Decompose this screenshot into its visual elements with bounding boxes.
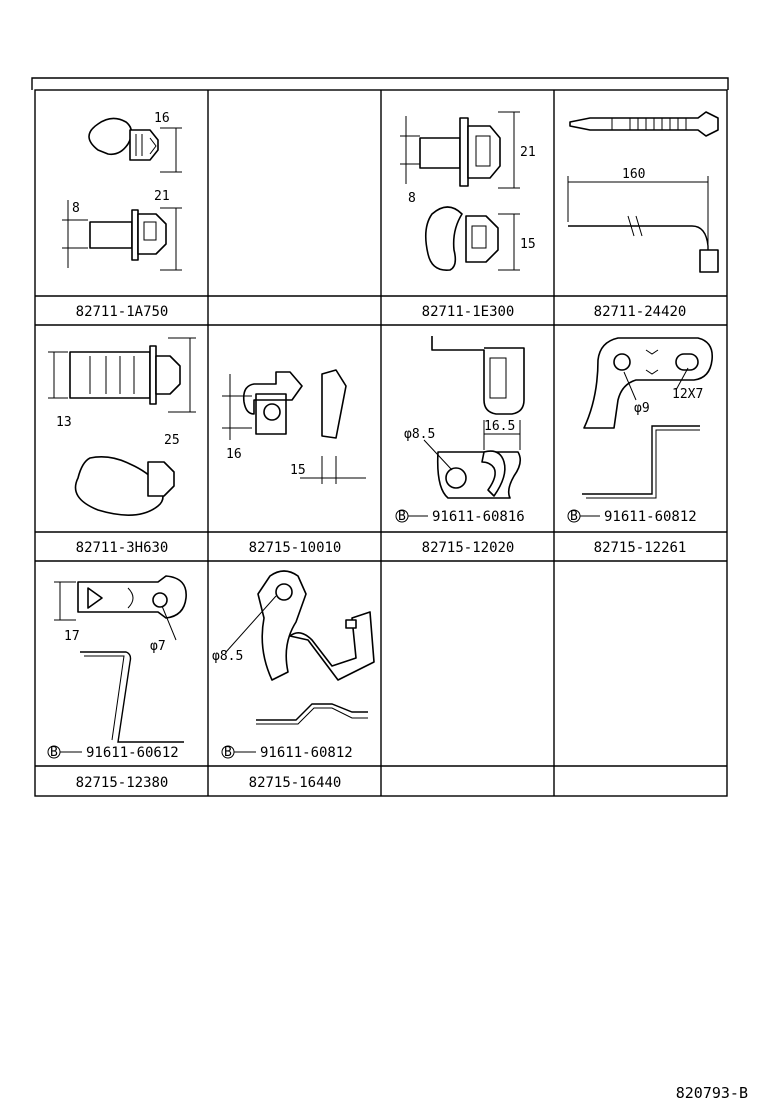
dim-16-c: 16 [226, 447, 242, 462]
dim-25: 25 [164, 433, 180, 448]
dim-12x7: 12X7 [672, 387, 703, 402]
part-number-9: 82715-16440 [249, 775, 342, 791]
dim-phi-9: φ9 [634, 401, 650, 416]
part-number-2: 82711-1E300 [422, 304, 515, 320]
part-number-8: 82715-12380 [76, 775, 169, 791]
bracket-drawing-12261: φ9 12X7 B 91611-60812 [567, 337, 714, 525]
part-number-labels: 82711-1A750 82711-1E300 82711-24420 8271… [76, 304, 687, 791]
dim-160: 160 [622, 167, 645, 182]
clip-drawing-1e300: 21 8 15 [400, 111, 536, 271]
clip-drawing-3h630: 13 25 [48, 337, 196, 516]
bolt-number-6: 91611-60816 [432, 509, 525, 525]
dim-8-b: 8 [408, 191, 416, 206]
dim-15-c: 15 [290, 463, 306, 478]
dim-phi-7: φ7 [150, 639, 166, 654]
part-number-5: 82715-10010 [249, 540, 342, 556]
bolt-symbol-6: B [398, 509, 406, 524]
bolt-number-9: 91611-60812 [260, 745, 353, 761]
part-number-6: 82715-12020 [422, 540, 515, 556]
part-number-0: 82711-1A750 [76, 304, 169, 320]
dim-17: 17 [64, 629, 80, 644]
part-number-7: 82715-12261 [594, 540, 687, 556]
dim-21-b: 21 [520, 145, 536, 160]
dim-16-5: 16.5 [484, 419, 515, 434]
bracket-drawing-12020: φ8.5 16.5 B 91611-60816 [395, 336, 525, 525]
clip-drawing-1a750: 16 21 8 [62, 111, 182, 271]
bolt-symbol-9: B [224, 745, 232, 760]
bolt-number-7: 91611-60812 [604, 509, 697, 525]
dim-15: 15 [520, 237, 536, 252]
parts-table-grid [34, 89, 728, 797]
dim-21: 21 [154, 189, 170, 204]
figure-code: 820793-B [675, 1084, 748, 1102]
dim-16: 16 [154, 111, 170, 126]
dim-13: 13 [56, 415, 72, 430]
bolt-symbol-7: B [570, 509, 578, 524]
bracket-drawing-12380: 17 φ7 B 91611-60612 [47, 575, 187, 761]
bolt-number-8: 91611-60612 [86, 745, 179, 761]
dim-phi-8-5: φ8.5 [404, 427, 435, 442]
top-bracket-line [31, 77, 729, 90]
part-number-4: 82711-3H630 [76, 540, 169, 556]
bracket-drawing-16440: φ8.5 B 91611-60812 [212, 570, 375, 761]
part-number-3: 82711-24420 [594, 304, 687, 320]
tie-drawing-24420: 160 [567, 111, 719, 273]
dim-8: 8 [72, 201, 80, 216]
dim-phi-8-5-b: φ8.5 [212, 649, 243, 664]
clamp-drawing-10010: 16 15 [222, 369, 366, 484]
bolt-symbol-8: B [50, 745, 58, 760]
